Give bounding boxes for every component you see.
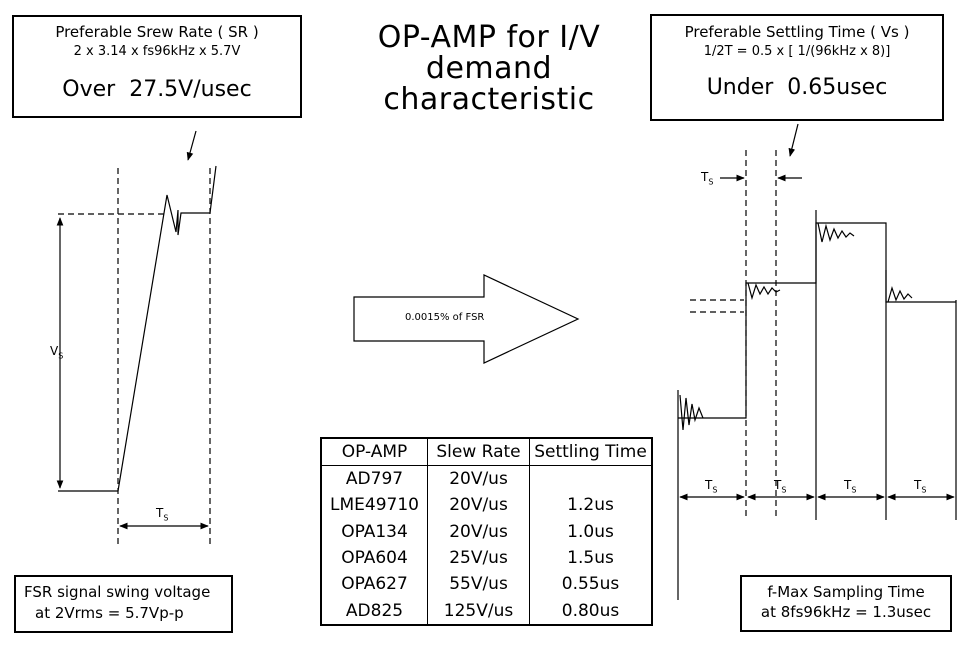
slew-pointer-arrow	[186, 130, 197, 161]
table-row: AD825 125V/us 0.80us	[320, 597, 653, 625]
cell-slew: 125V/us	[427, 597, 530, 625]
cell-settling: 1.5us	[529, 544, 653, 572]
settling-formula: 1/2T = 0.5 x [ 1/(96kHz x 8)]	[703, 44, 891, 59]
col-header-slew-rate: Slew Rate	[427, 437, 530, 466]
settling-result: Under 0.65usec	[706, 75, 888, 100]
fsr-note-line-2: at 2Vrms = 5.7Vp-p	[35, 604, 184, 622]
cell-settling: 1.2us	[529, 492, 653, 519]
cell-opamp: OPA134	[320, 518, 428, 545]
settling-time-box: Preferable Settling Time ( Vs ) 1/2T = 0…	[650, 14, 944, 121]
slew-rate-box: Preferable Srew Rate ( SR ) 2 x 3.14 x f…	[12, 15, 302, 118]
slew-heading: Preferable Srew Rate ( SR )	[55, 23, 259, 41]
slew-waveform	[58, 165, 217, 492]
staircase-waveform	[678, 222, 956, 419]
cell-opamp: OPA604	[320, 544, 428, 572]
settling-pointer-arrow	[788, 123, 799, 157]
cell-opamp: LME49710	[320, 492, 428, 519]
cell-slew: 20V/us	[427, 518, 530, 545]
ringing-4	[887, 285, 913, 303]
fsr-arrow-shape	[353, 274, 580, 364]
title-line-1: OP-AMP for I/V	[377, 20, 601, 55]
cell-settling: 0.55us	[529, 571, 653, 598]
title-line-3: characteristic	[383, 82, 595, 117]
fmax-note-line-2: at 8fs96kHz = 1.3usec	[760, 603, 932, 621]
cell-slew: 20V/us	[427, 465, 530, 493]
ts-top-label: TS	[701, 170, 714, 187]
table-row: OPA134 20V/us 1.0us	[320, 518, 653, 545]
slew-rate-graph	[56, 130, 217, 548]
fmax-note-line-1: f-Max Sampling Time	[767, 583, 925, 601]
settling-heading: Preferable Settling Time ( Vs )	[684, 23, 910, 41]
cell-settling	[529, 465, 653, 493]
ts-label: TS	[156, 506, 169, 523]
ringing-2	[747, 282, 781, 301]
cell-slew: 20V/us	[427, 492, 530, 519]
vs-label: VS	[50, 344, 64, 361]
slew-formula: 2 x 3.14 x fs96kHz x 5.7V	[73, 44, 241, 59]
table-row: OPA627 55V/us 0.55us	[320, 571, 653, 598]
cell-opamp: AD797	[320, 465, 428, 493]
col-header-settling-time: Settling Time	[529, 437, 653, 466]
interval-label-1: TS	[705, 478, 718, 495]
opamp-table: OP-AMP Slew Rate Settling Time AD797 20V…	[320, 437, 653, 626]
table-header-row: OP-AMP Slew Rate Settling Time	[320, 437, 653, 466]
cell-settling: 1.0us	[529, 518, 653, 545]
page-title: OP-AMP for I/V demand characteristic	[330, 22, 648, 115]
col-header-opamp: OP-AMP	[320, 437, 428, 466]
settling-time-graph	[677, 123, 957, 600]
cell-slew: 25V/us	[427, 544, 530, 572]
cell-opamp: OPA627	[320, 571, 428, 598]
ringing-1	[679, 394, 704, 431]
table-row: LME49710 20V/us 1.2us	[320, 492, 653, 519]
interval-label-2: TS	[774, 478, 787, 495]
cell-opamp: AD825	[320, 597, 428, 625]
fsr-note-line-1: FSR signal swing voltage	[24, 583, 211, 601]
title-line-2: demand	[425, 51, 553, 86]
fsr-note-box: FSR signal swing voltage at 2Vrms = 5.7V…	[14, 575, 233, 633]
ringing-3	[817, 222, 855, 243]
table-row: AD797 20V/us	[320, 465, 653, 493]
fsr-arrow-label: 0.0015% of FSR	[405, 312, 485, 323]
interval-label-4: TS	[914, 478, 927, 495]
interval-label-3: TS	[844, 478, 857, 495]
slew-result: Over 27.5V/usec	[62, 77, 252, 102]
cell-settling: 0.80us	[529, 597, 653, 625]
table-row: OPA604 25V/us 1.5us	[320, 544, 653, 572]
fmax-note-box: f-Max Sampling Time at 8fs96kHz = 1.3use…	[740, 575, 952, 632]
cell-slew: 55V/us	[427, 571, 530, 598]
